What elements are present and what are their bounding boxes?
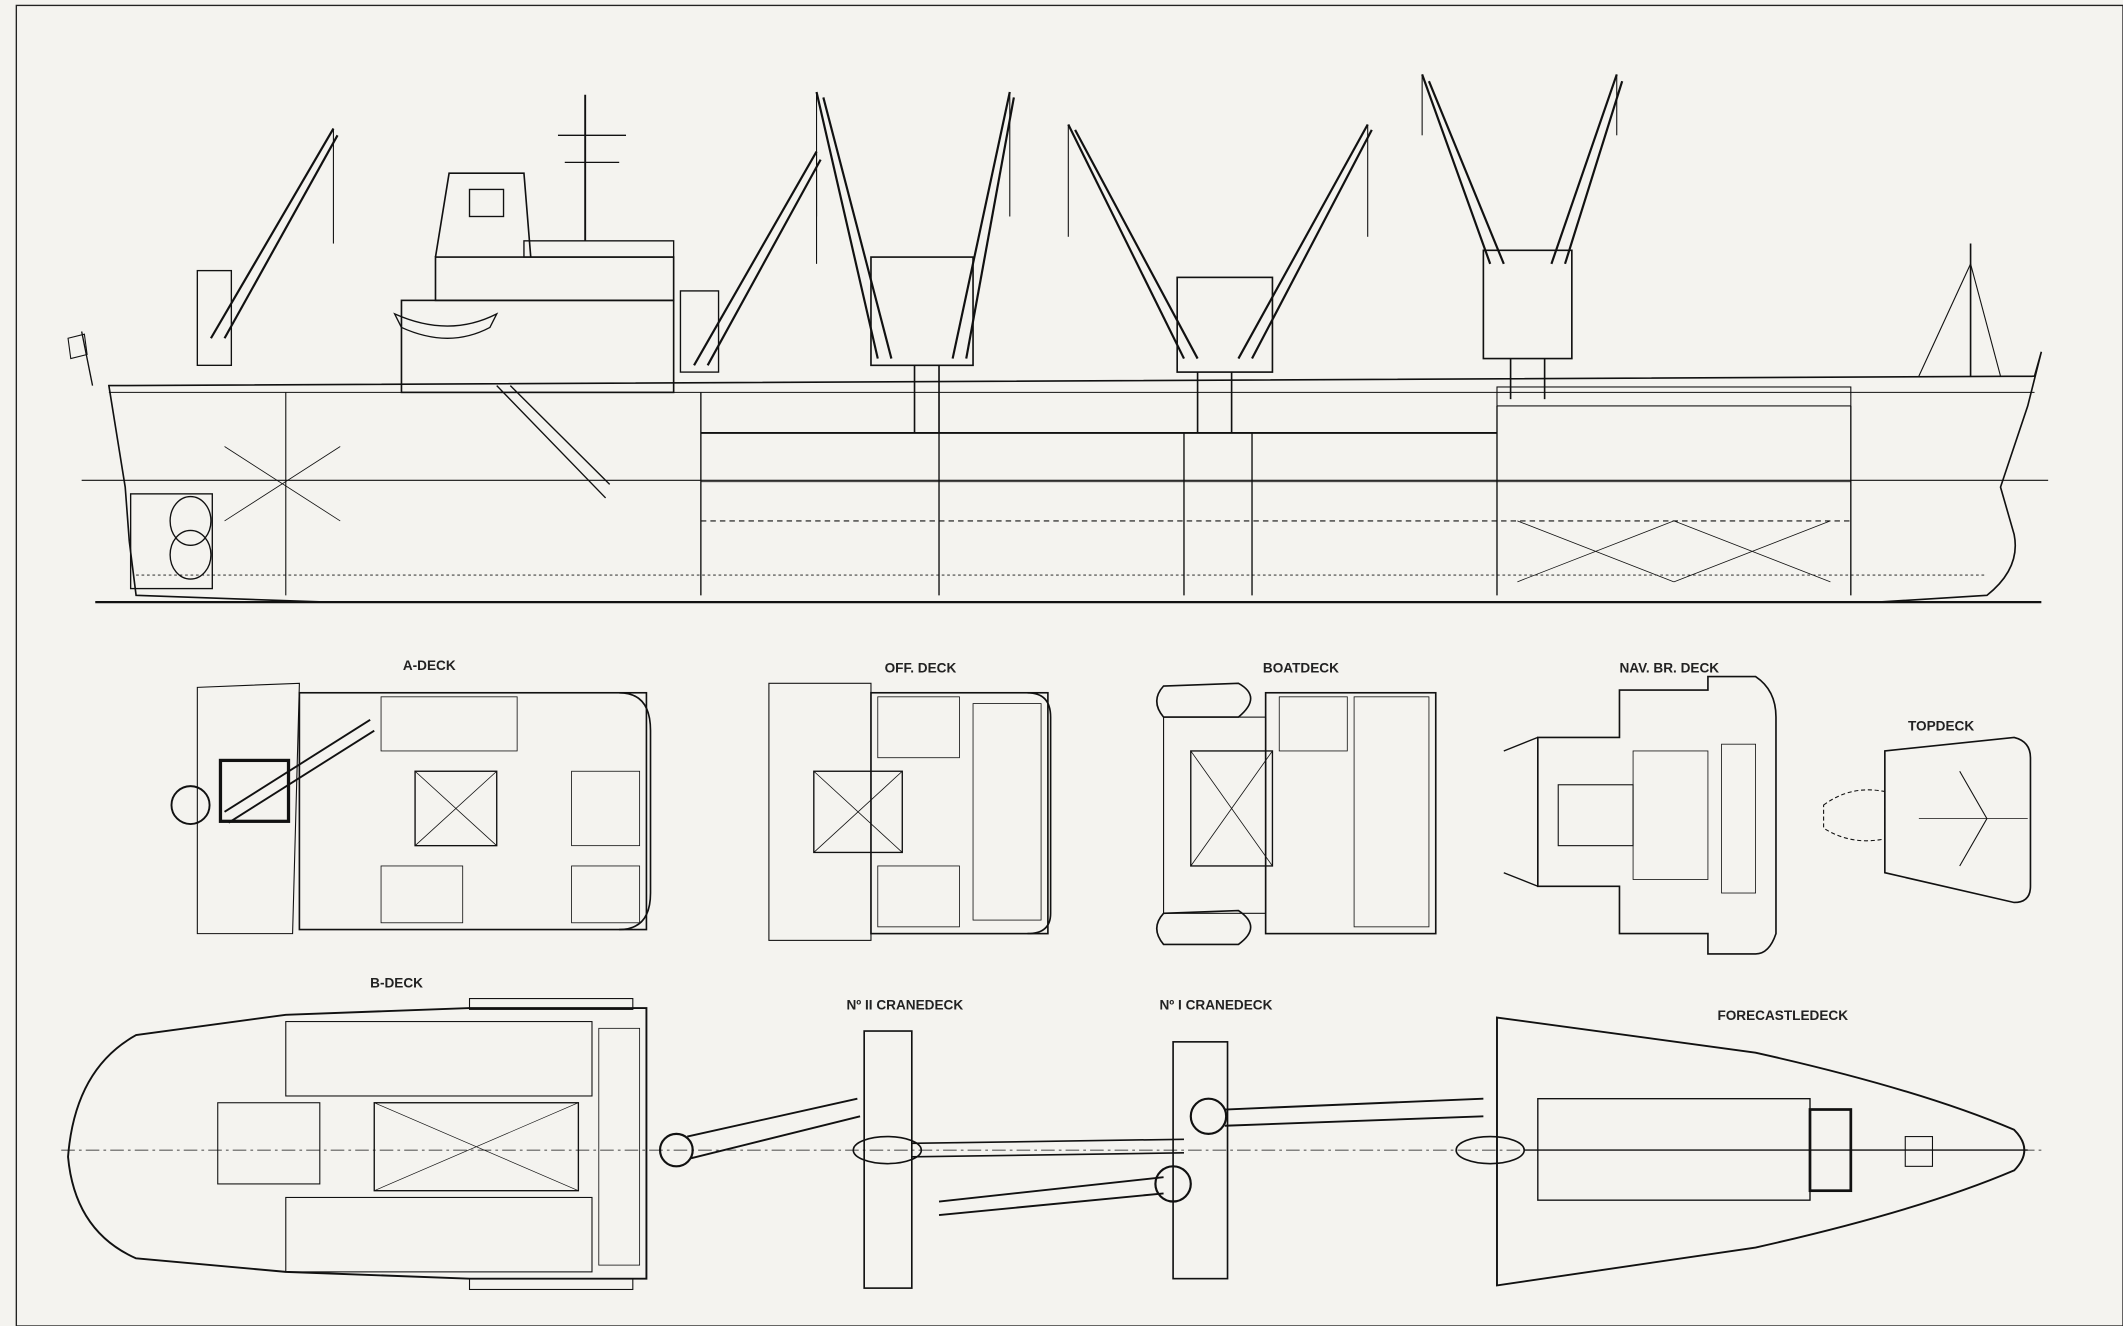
a-deck-plan <box>170 682 652 935</box>
nav-br-deck-label: NAV. BR. DECK <box>1619 661 1719 676</box>
plan-titles: A-DECK OFF. DECK BOATDECK NAV. BR. DECK … <box>370 658 1974 1023</box>
crane-deck-1-plan <box>938 1041 1526 1280</box>
topdeck-plan <box>1823 736 2032 904</box>
boatdeck-plan <box>1155 682 1437 946</box>
a-deck-label: A-DECK <box>403 658 456 673</box>
forecastle-deck-label: FORECASTLEDECK <box>1717 1008 1848 1023</box>
nav-bridge-deck-plan <box>1503 675 1777 955</box>
crane-deck-1-label: Nº I CRANEDECK <box>1159 997 1272 1012</box>
crane-deck-2-plan <box>658 1030 1184 1289</box>
drawing-border <box>15 4 2123 1326</box>
off-deck-plan <box>768 682 1052 941</box>
hull-outline <box>107 351 2043 603</box>
off-deck-label: OFF. DECK <box>885 661 957 676</box>
side-elevation <box>67 94 2049 604</box>
cranes-elevation <box>196 74 1624 433</box>
boatdeck-label: BOATDECK <box>1263 661 1339 676</box>
b-deck-plan <box>61 998 2042 1291</box>
b-deck-label: B-DECK <box>370 976 423 991</box>
forecastle-deck-plan <box>1496 1016 2028 1287</box>
crane-deck-2-label: Nº II CRANEDECK <box>846 997 963 1012</box>
topdeck-label: TOPDECK <box>1908 719 1974 734</box>
